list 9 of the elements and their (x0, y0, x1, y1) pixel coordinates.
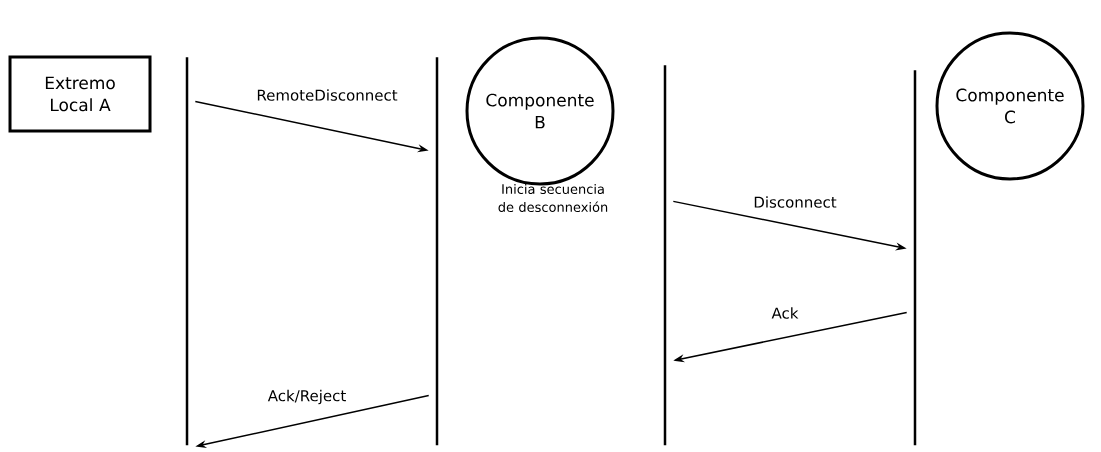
edge-label: Ack/Reject (267, 389, 346, 405)
edge-label: Disconnect (754, 196, 837, 208)
edge-label: RemoteDisconnect (257, 89, 398, 101)
lifeline (663, 65, 667, 446)
lifeline (913, 70, 917, 446)
edge-label: Ack (771, 307, 799, 319)
lifeline (435, 57, 439, 446)
component-box: Extremo Local A (8, 55, 152, 133)
lifeline (185, 57, 189, 446)
